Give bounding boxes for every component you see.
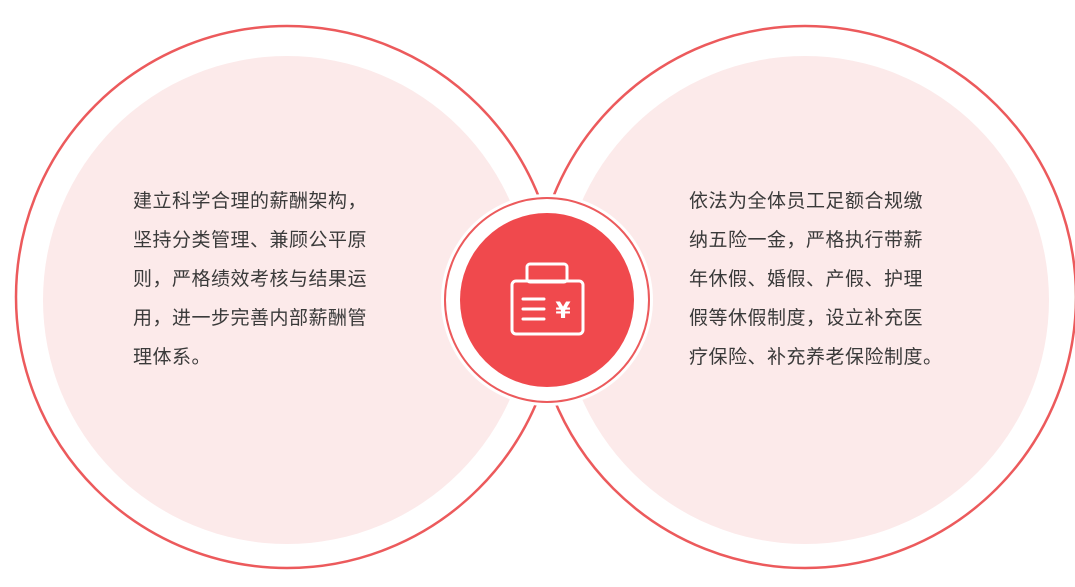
- right-panel-text: 依法为全体员工足额合规缴 纳五险一金，严格执行带薪 年休假、婚假、产假、护理 假…: [689, 190, 943, 368]
- left-panel-text: 建立科学合理的薪酬架构， 坚持分类管理、兼顾公平原 则，严格绩效考核与结果运 用…: [133, 190, 368, 368]
- center-red-disc: [460, 213, 634, 387]
- icon-body: [510, 279, 585, 336]
- left-filled-disc: [43, 56, 531, 544]
- yen-symbol: ¥: [555, 299, 571, 324]
- center-ring: [444, 197, 650, 403]
- right-filled-disc: [561, 56, 1049, 544]
- salary-wallet-icon: ¥: [510, 262, 585, 336]
- center-badge: [441, 194, 653, 406]
